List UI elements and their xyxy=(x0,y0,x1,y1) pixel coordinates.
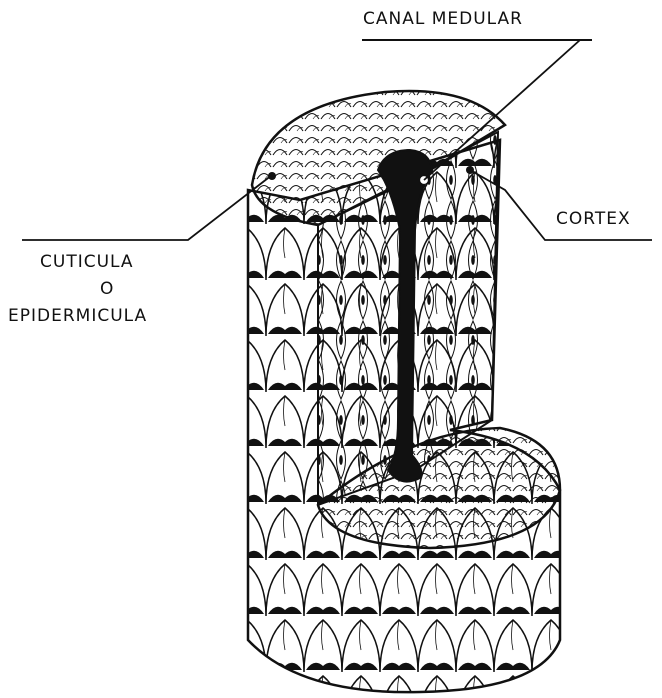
label-cuticula-o: O xyxy=(100,279,114,299)
label-cuticula: CUTICULA xyxy=(40,252,134,272)
cuticula-pointer-dot xyxy=(268,172,276,180)
cortex-pointer-dot xyxy=(466,166,474,174)
label-cortex: CORTEX xyxy=(556,209,631,229)
cuticula-leader xyxy=(22,175,272,240)
label-epidermicula: EPIDERMICULA xyxy=(8,306,147,326)
label-canal-medular: CANAL MEDULAR xyxy=(363,9,523,29)
